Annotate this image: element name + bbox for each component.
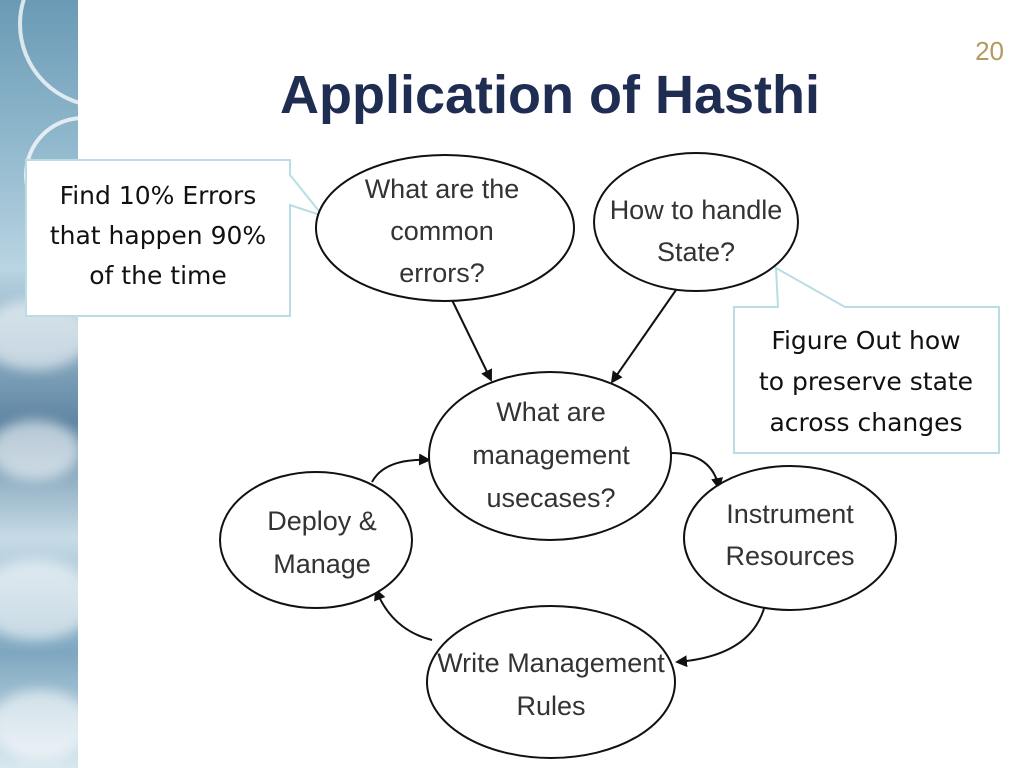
edge-errors-to-usecases — [451, 299, 493, 382]
node-write-rules-line-1: Write Management — [437, 648, 665, 678]
edge-deploy-to-usecases — [371, 453, 431, 483]
node-deploy-manage: Deploy & Manage — [219, 471, 413, 609]
node-handle-state-line-2: State? — [657, 237, 735, 267]
callout-state-line-2: to preserve state — [759, 367, 973, 396]
node-handle-state: How to handle State? — [593, 152, 799, 292]
node-handle-state-line-1: How to handle — [610, 195, 783, 225]
callout-state-line-3: across changes — [769, 408, 962, 437]
callout-state-line-1: Figure Out how — [771, 326, 960, 355]
callout-errors-line-3: of the time — [89, 261, 227, 290]
node-usecases-line-1: What are — [496, 397, 606, 427]
node-common-errors: What are the common errors? — [315, 154, 575, 302]
node-instrument-line-2: Resources — [725, 541, 854, 571]
callout-errors-note: Find 10% Errors that happen 90% of the t… — [25, 159, 326, 317]
node-deploy-line-2: Manage — [273, 549, 371, 579]
node-write-management-rules: Write Management Rules — [426, 605, 676, 759]
edge-state-to-usecases — [610, 289, 677, 384]
node-common-errors-line-1: What are the — [365, 174, 520, 204]
node-management-usecases: What are management usecases? — [428, 371, 672, 541]
node-write-rules-line-2: Rules — [516, 691, 585, 721]
node-instrument-resources: Instrument Resources — [683, 465, 897, 611]
node-usecases-line-3: usecases? — [486, 483, 615, 513]
edge-usecases-to-instrument — [667, 451, 723, 490]
node-common-errors-line-3: errors? — [399, 258, 485, 288]
node-usecases-line-2: management — [472, 440, 630, 470]
diagram-edges — [371, 289, 766, 668]
node-instrument-line-1: Instrument — [726, 499, 854, 529]
node-deploy-line-1: Deploy & — [267, 506, 377, 536]
edge-rules-to-deploy — [374, 588, 433, 641]
node-common-errors-line-2: common — [390, 216, 494, 246]
slide-number: 20 — [975, 36, 1004, 66]
edge-instrument-to-rules — [675, 604, 766, 668]
callout-state-note: Figure Out how to preserve state across … — [733, 266, 1000, 454]
callout-errors-line-1: Find 10% Errors — [60, 181, 257, 210]
callout-errors-line-2: that happen 90% — [50, 221, 266, 250]
page-title: Application of Hasthi — [280, 65, 820, 125]
